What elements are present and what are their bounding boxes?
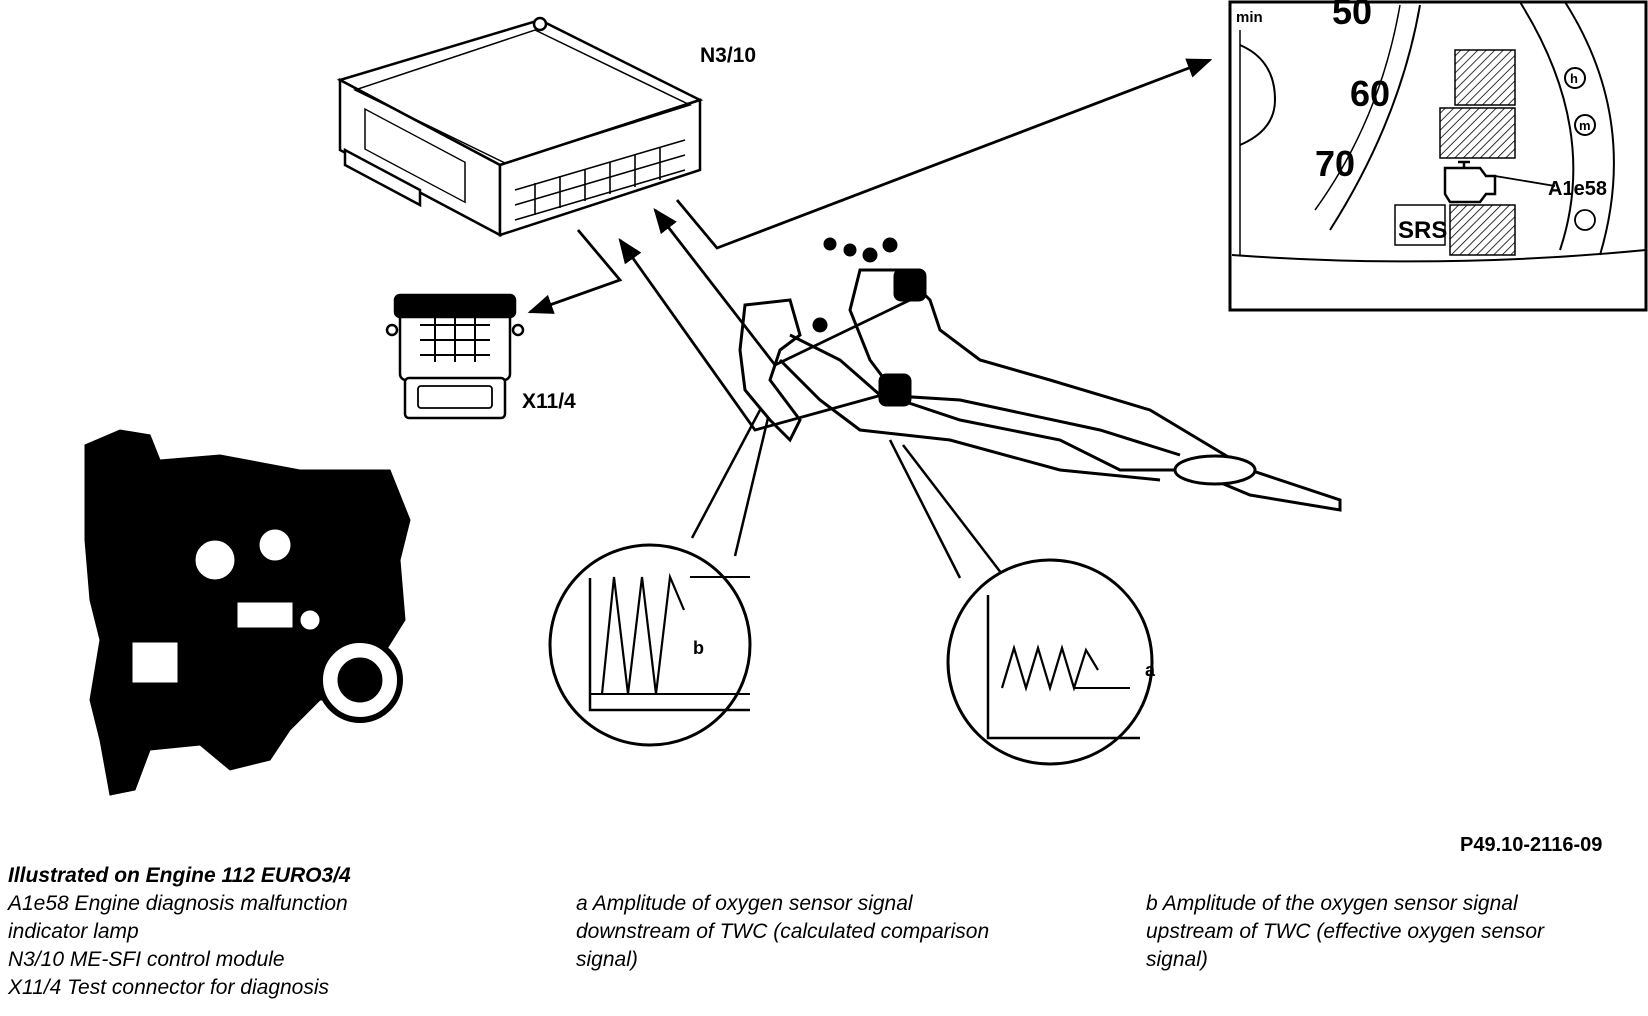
m-indicator-label: m: [1579, 118, 1591, 133]
legend-column-3: b Amplitude of the oxygen sensor signal …: [1146, 890, 1544, 974]
legend-line: X11/4 Test connector for diagnosis: [8, 976, 330, 999]
legend-heading: Illustrated on Engine 112 EURO3/4: [8, 864, 351, 887]
legend-column-2: a Amplitude of oxygen sensor signal down…: [576, 890, 989, 974]
legend-line: A1e58 Engine diagnosis malfunction: [8, 892, 348, 915]
m-indicator-icon: [1574, 114, 1596, 136]
check-engine-icon: [1443, 160, 1497, 204]
legend-line: N3/10 ME-SFI control module: [8, 948, 285, 971]
callout-leaders: [690, 409, 1006, 579]
cluster-tick-60: 60: [1350, 73, 1390, 114]
h-indicator-label: h: [1570, 71, 1578, 86]
legend-column-1: Illustrated on Engine 112 EURO3/4 A1e58 …: [8, 862, 351, 1002]
legend-line: signal): [1146, 948, 1208, 971]
test-connector-x11-4: [385, 293, 525, 420]
figure-reference: P49.10-2116-09: [1460, 834, 1603, 856]
control-module-n3-10: [336, 16, 704, 238]
legend-line: downstream of TWC (calculated comparison: [576, 920, 990, 943]
engine-illustration: [84, 429, 411, 796]
cluster-tick-70: 70: [1315, 143, 1355, 184]
signal-b-label: b: [693, 638, 704, 658]
legend-line: upstream of TWC (effective oxygen sensor: [1146, 920, 1544, 943]
signal-a-callout: [946, 558, 1154, 766]
legend-line: b Amplitude of the oxygen sensor signal: [1146, 892, 1518, 915]
a1e58-label: A1e58: [1548, 178, 1607, 200]
cluster-unit-label: min: [1236, 9, 1263, 26]
srs-label: SRS: [1398, 217, 1447, 244]
signal-lines: [527, 58, 1213, 432]
instrument-cluster: min 50 60 70 SRS h m: [1228, 0, 1648, 312]
n3-10-label: N3/10: [700, 44, 756, 67]
signal-a-label: a: [1145, 660, 1156, 680]
cluster-tick-50: 50: [1332, 0, 1372, 32]
legend-line: indicator lamp: [8, 920, 139, 943]
signal-b-callout: [548, 543, 752, 747]
x11-4-label: X11/4: [522, 390, 576, 413]
h-indicator-icon: [1564, 67, 1586, 89]
legend-line: signal): [576, 948, 638, 971]
exhaust-system: [738, 237, 1342, 512]
legend-line: a Amplitude of oxygen sensor signal: [576, 892, 913, 915]
